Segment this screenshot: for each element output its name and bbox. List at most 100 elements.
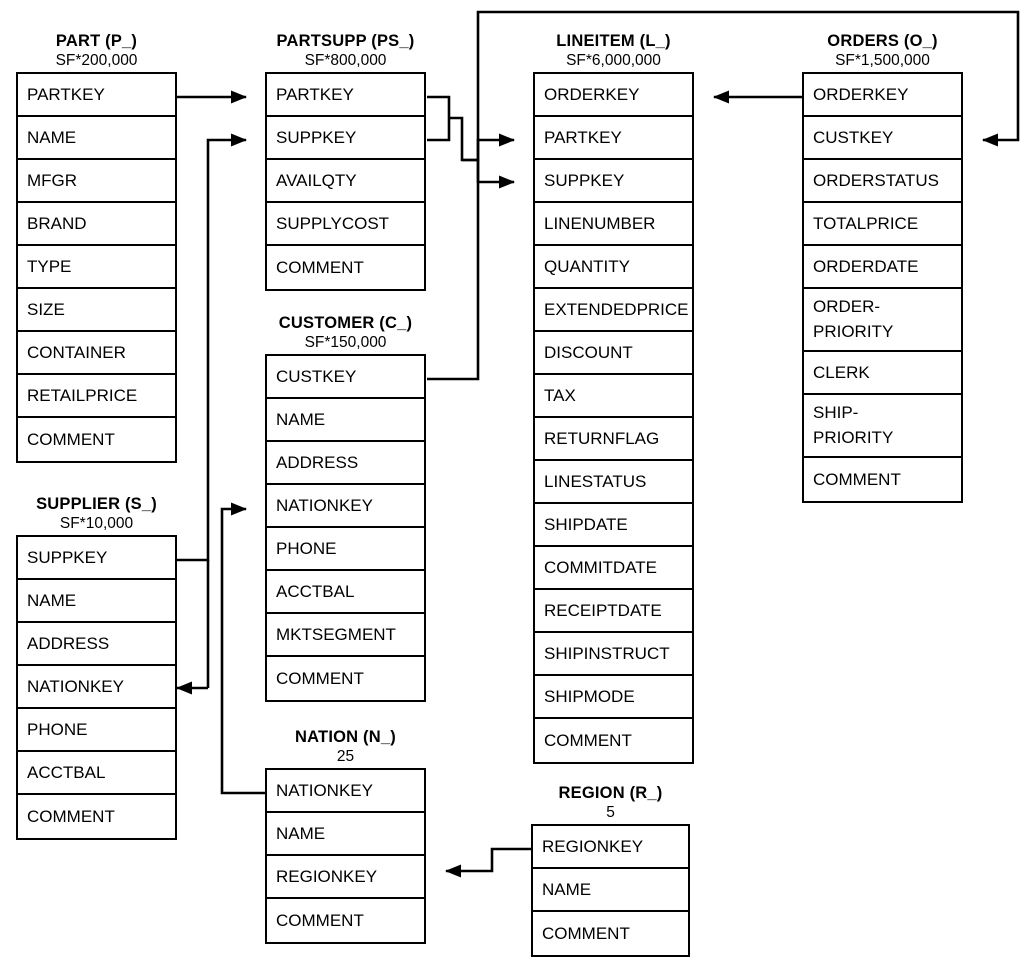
field-label: COMMITDATE (544, 557, 658, 577)
field-label: MFGR (27, 170, 78, 190)
field-label: NAME (27, 127, 77, 147)
field-row: ORDERDATE (804, 246, 961, 289)
connector-partsupp-bracket (427, 95, 451, 142)
entity-cardinality-nation: 25 (336, 748, 355, 765)
field-row: NAME (267, 813, 424, 856)
field-label: PHONE (27, 719, 88, 739)
field-label: NAME (542, 879, 592, 899)
field-label: ORDER- PRIORITY (813, 297, 894, 341)
field-row: RECEIPTDATE (535, 590, 692, 633)
field-label: REGIONKEY (276, 866, 378, 886)
entity-title-nation: NATION (N_) (295, 728, 396, 746)
field-row: ORDER- PRIORITY (804, 289, 961, 352)
field-row: ADDRESS (18, 623, 175, 666)
field-label: SHIP- PRIORITY (813, 403, 894, 447)
field-row: NATIONKEY (267, 485, 424, 528)
field-label: LINESTATUS (544, 471, 647, 491)
entity-title-part: PART (P_) (55, 32, 138, 50)
field-label: COMMENT (276, 257, 364, 277)
field-row: NAME (533, 869, 688, 912)
field-label: NATIONKEY (27, 676, 124, 696)
field-row: COMMENT (804, 458, 961, 501)
entity-box-lineitem: ORDERKEY PARTKEY SUPPKEY LINENUMBER QUANTITY… (533, 72, 694, 764)
field-row: SUPPKEY (267, 117, 424, 160)
field-label: ADDRESS (276, 452, 359, 472)
field-label: QUANTITY (544, 256, 630, 276)
entity-cardinality-region: 5 (606, 804, 615, 821)
field-label: COMMENT (276, 668, 364, 688)
field-row: COMMENT (535, 719, 692, 762)
field-label: CUSTKEY (813, 127, 894, 147)
entity-title-orders: ORDERS (O_) (827, 32, 938, 50)
field-label: ACCTBAL (27, 762, 106, 782)
field-label: SIZE (27, 299, 65, 319)
field-label: SHIPDATE (544, 514, 628, 534)
field-label: CLERK (813, 362, 870, 382)
field-row: ORDERKEY (804, 74, 961, 117)
field-label: RETAILPRICE (27, 385, 138, 405)
field-label: ADDRESS (27, 633, 110, 653)
field-label: COMMENT (813, 469, 901, 489)
field-row: COMMITDATE (535, 547, 692, 590)
entity-title-region: REGION (R_) (558, 784, 663, 802)
entity-title-partsupp: PARTSUPP (PS_) (276, 32, 415, 50)
field-row: LINESTATUS (535, 461, 692, 504)
entity-title-supplier: SUPPLIER (S_) (36, 495, 157, 513)
field-row: COMMENT (18, 418, 175, 461)
field-label: NATIONKEY (276, 495, 373, 515)
field-label: SUPPKEY (544, 170, 625, 190)
field-label: ACCTBAL (276, 581, 355, 601)
field-row: CLERK (804, 352, 961, 395)
connector-lineitem-suppkey (476, 160, 515, 189)
connector-nation-trunk (220, 502, 265, 795)
field-label: PARTKEY (276, 84, 354, 104)
field-label: COMMENT (542, 923, 630, 943)
entity-cardinality-part: SF*200,000 (55, 52, 138, 69)
connector-lineitem-partkey (462, 133, 515, 162)
field-label: MKTSEGMENT (276, 624, 396, 644)
field-row: SHIPINSTRUCT (535, 633, 692, 676)
field-row: PHONE (18, 709, 175, 752)
field-label: SUPPKEY (276, 127, 357, 147)
entity-title-lineitem: LINEITEM (L_) (556, 32, 671, 50)
field-label: EXTENDEDPRICE (544, 299, 689, 319)
connector-region-nation (445, 847, 531, 878)
field-row: PARTKEY (18, 74, 175, 117)
field-row: RETAILPRICE (18, 375, 175, 418)
field-label: CONTAINER (27, 342, 126, 362)
field-label: PARTKEY (544, 127, 622, 147)
entity-title-customer: CUSTOMER (C_) (278, 314, 413, 332)
entity-cardinality-lineitem: SF*6,000,000 (566, 52, 661, 69)
field-label: SUPPLYCOST (276, 213, 390, 233)
field-row: CONTAINER (18, 332, 175, 375)
field-row: ACCTBAL (267, 571, 424, 614)
field-row: ORDERKEY (535, 74, 692, 117)
field-row: ACCTBAL (18, 752, 175, 795)
field-label: TYPE (27, 256, 72, 276)
field-label: TAX (544, 385, 576, 405)
field-label: RETURNFLAG (544, 428, 660, 448)
field-row: SHIPDATE (535, 504, 692, 547)
field-label: ORDERSTATUS (813, 170, 939, 190)
field-row: LINENUMBER (535, 203, 692, 246)
field-row: TYPE (18, 246, 175, 289)
field-row: RETURNFLAG (535, 418, 692, 461)
entity-cardinality-orders: SF*1,500,000 (835, 52, 930, 69)
field-row: REGIONKEY (267, 856, 424, 899)
field-row: MKTSEGMENT (267, 614, 424, 657)
field-row: COMMENT (267, 657, 424, 700)
connector-partsupp-trunk (449, 116, 478, 162)
field-label: RECEIPTDATE (544, 600, 662, 620)
field-row: CUSTKEY (804, 117, 961, 160)
